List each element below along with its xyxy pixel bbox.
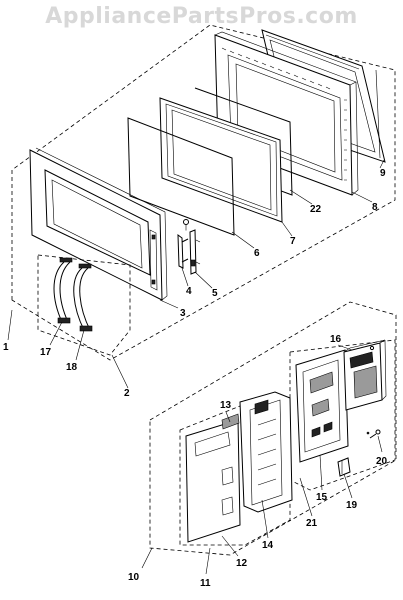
callout-3: 3	[180, 308, 186, 319]
callout-17: 17	[40, 347, 52, 358]
callout-18: 18	[66, 362, 78, 373]
callout-13: 13	[220, 400, 232, 411]
callout-11: 11	[200, 578, 211, 589]
callout-19: 19	[346, 500, 358, 511]
callout-7: 7	[290, 236, 296, 247]
part-13-display-window[interactable]	[221, 413, 240, 430]
part-15-pcb-board[interactable]	[295, 349, 349, 463]
callout-14: 14	[262, 540, 274, 551]
callout-labels: 9 8 22 7 6 5 4 3 1 17 18 2 16 13 14 15 1…	[3, 168, 388, 589]
upper-leader-lines	[7, 159, 385, 389]
callout-21: 21	[306, 518, 318, 529]
callout-4: 4	[186, 286, 192, 297]
callout-1: 1	[3, 342, 9, 353]
callout-20: 20	[376, 456, 388, 467]
door-assembly-group	[7, 24, 396, 389]
part-16-relay-board[interactable]	[343, 339, 387, 411]
part-4-latch[interactable]	[177, 219, 189, 269]
part-6-door-seal[interactable]	[127, 117, 235, 236]
part-19-bracket[interactable]	[337, 457, 351, 477]
part-5-latch-lever[interactable]	[189, 229, 201, 275]
part-3-door-front[interactable]	[29, 147, 168, 301]
callout-16: 16	[330, 334, 342, 345]
part-2-boundary	[37, 254, 131, 356]
part-20-screw[interactable]	[366, 429, 381, 439]
callout-9: 9	[380, 168, 386, 179]
callout-15: 15	[316, 492, 328, 503]
control-assembly-boundary	[149, 301, 397, 556]
callout-2: 2	[124, 388, 130, 399]
callout-8: 8	[372, 202, 378, 213]
callout-10: 10	[128, 572, 140, 583]
callout-5: 5	[212, 288, 218, 299]
callout-12: 12	[236, 558, 248, 569]
part-18-hinge-arm[interactable]	[73, 263, 93, 332]
control-panel-assembly-group	[141, 301, 397, 575]
part-17-hinge-arm[interactable]	[53, 257, 73, 324]
callout-22: 22	[310, 204, 322, 215]
part-12-control-panel-front[interactable]	[185, 419, 241, 543]
callout-6: 6	[254, 248, 260, 259]
part-11-boundary	[179, 401, 291, 546]
part-14-control-frame[interactable]	[239, 391, 293, 513]
door-assembly-boundary	[11, 24, 396, 361]
lower-leader-lines	[141, 344, 383, 575]
